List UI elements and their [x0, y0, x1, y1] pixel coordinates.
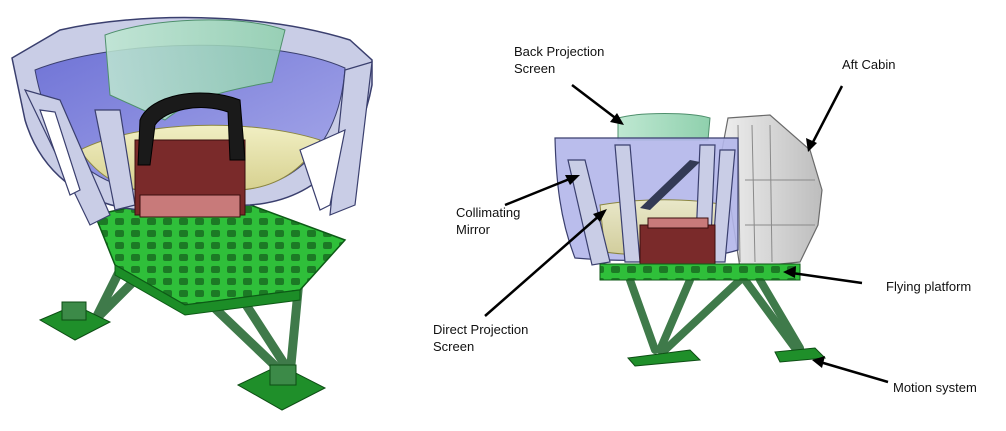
right-back-projection-screen: [617, 113, 711, 141]
label-motion-system: Motion system: [893, 379, 977, 396]
left-frame-struts: [23, 61, 373, 226]
left-actuator-block-1: [61, 301, 87, 321]
arrow-collimating-mirror: [504, 175, 580, 207]
right-cockpit: [639, 160, 716, 266]
label-flying-platform: Flying platform: [886, 278, 971, 295]
label-back-projection-screen-line-1: Back Projection: [514, 44, 605, 59]
label-direct-projection-screen-line-1: Direct Projection: [433, 322, 529, 337]
label-motion-system-text: Motion system: [893, 380, 977, 395]
arrow-direct-projection-screen: [484, 209, 607, 317]
right-base-plate-2: [774, 347, 827, 363]
callout-arrows: [484, 84, 889, 384]
left-actuator-block-2: [269, 364, 297, 386]
left-cockpit: [134, 92, 246, 218]
label-collimating-mirror-line-1: Collimating: [456, 205, 521, 220]
label-direct-projection-screen: Direct Projection Screen: [433, 321, 528, 355]
right-flying-platform: [599, 263, 801, 281]
label-back-projection-screen-line-2: Screen: [514, 61, 556, 76]
label-collimating-mirror-line-2: Mirror: [456, 222, 490, 237]
left-platform-side: [114, 264, 301, 316]
left-base-plate-2: [236, 364, 327, 411]
left-isometric-view: [11, 16, 373, 411]
label-flying-platform-text: Flying platform: [886, 279, 972, 294]
label-collimating-mirror: Collimating Mirror: [456, 204, 520, 238]
right-base-plate-1: [627, 349, 702, 367]
arrow-flying-platform: [783, 266, 863, 285]
label-aft-cabin: Aft Cabin: [842, 56, 895, 73]
arrow-aft-cabin: [806, 85, 844, 152]
label-aft-cabin-text: Aft Cabin: [842, 57, 896, 72]
arrow-motion-system: [812, 356, 889, 384]
right-motion-legs: [626, 276, 804, 354]
right-side-view: [554, 113, 827, 367]
label-direct-projection-screen-line-2: Screen: [433, 339, 475, 354]
arrow-back-projection-screen: [571, 84, 624, 125]
label-back-projection-screen: Back Projection Screen: [514, 43, 604, 77]
